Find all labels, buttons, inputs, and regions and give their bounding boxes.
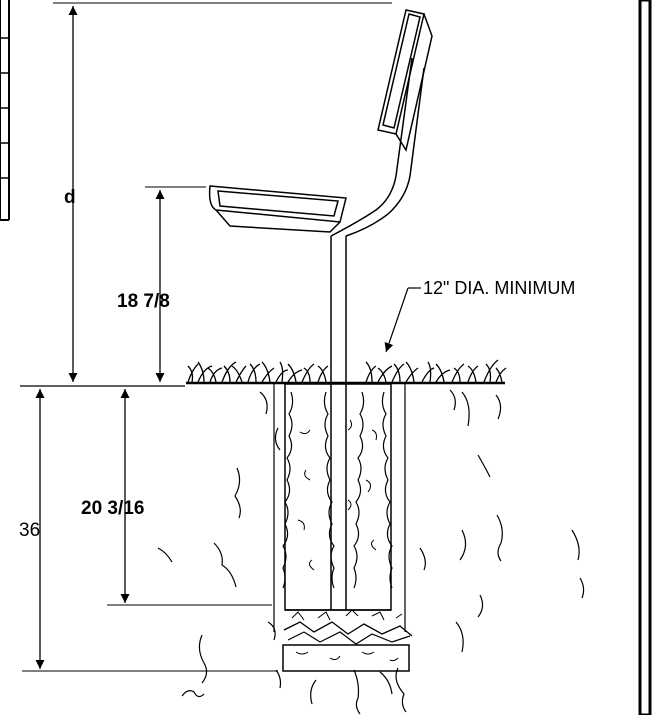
bench-post bbox=[330, 57, 425, 610]
bench-backrest bbox=[377, 9, 433, 152]
dimension-embed-post: 20 3/16 bbox=[81, 389, 272, 606]
footing-callout-label: 12" DIA. MINIMUM bbox=[423, 278, 575, 298]
bench-seat bbox=[208, 185, 347, 233]
dimension-seat-height: 18 7/8 bbox=[117, 186, 206, 382]
gravel-base bbox=[282, 609, 413, 672]
dimension-d-label: d bbox=[64, 187, 76, 208]
dimension-embed-post-label: 20 3/16 bbox=[81, 498, 144, 519]
soil-hatching bbox=[157, 389, 585, 715]
dimension-embed-total-label: 36 bbox=[19, 520, 40, 541]
footing-callout: 12" DIA. MINIMUM bbox=[384, 278, 575, 353]
concrete-footing bbox=[273, 383, 406, 632]
dimension-seat-height-label: 18 7/8 bbox=[117, 291, 170, 312]
dimension-embed-total: 36 bbox=[19, 389, 278, 672]
dimension-d: d bbox=[53, 2, 392, 382]
